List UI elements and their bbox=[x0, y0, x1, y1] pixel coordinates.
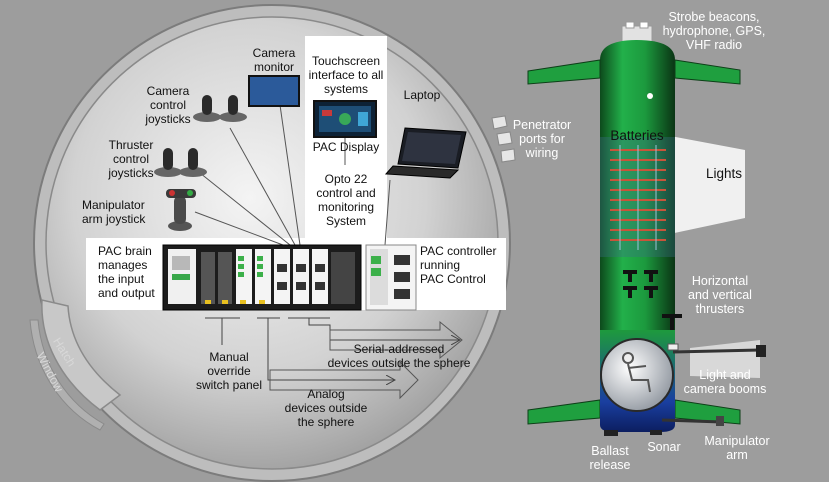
manipulator-joystick-icon bbox=[166, 189, 196, 231]
label-camera-joysticks: Camera control joysticks bbox=[145, 84, 191, 126]
label-opto22: Opto 22 control and monitoring System bbox=[316, 172, 376, 228]
label-pac-display: PAC Display bbox=[312, 140, 380, 154]
label-pac-controller: PAC controller running PAC Control bbox=[420, 244, 497, 286]
label-manual-override: Manual override switch panel bbox=[195, 350, 263, 392]
laptop-icon bbox=[384, 127, 467, 179]
monitor-icon bbox=[248, 75, 300, 107]
label-booms: Light and camera booms bbox=[683, 368, 767, 396]
label-sonar: Sonar bbox=[647, 440, 681, 454]
label-manipulator-arm: Manipulator arm bbox=[704, 434, 770, 462]
label-analog-devices: Analog devices outside the sphere bbox=[284, 387, 368, 429]
hatch-shape bbox=[41, 299, 122, 411]
connection-lines bbox=[194, 104, 391, 246]
submarine bbox=[527, 21, 766, 436]
signal-arrows bbox=[205, 317, 460, 380]
camera-joystick-icon bbox=[193, 95, 247, 122]
pac-controller-icon bbox=[365, 244, 417, 311]
label-lights: Lights bbox=[705, 166, 743, 181]
label-pac-brain: PAC brain manages the input and output bbox=[98, 244, 155, 300]
label-thruster-joysticks: Thruster control joysticks bbox=[108, 138, 154, 180]
label-ballast: Ballast release bbox=[589, 444, 631, 472]
label-thrusters: Horizontal and vertical thrusters bbox=[688, 274, 752, 316]
label-camera-monitor: Camera monitor bbox=[252, 46, 296, 74]
label-penetrator: Penetrator ports for wiring bbox=[512, 118, 572, 160]
sphere-interior bbox=[29, 4, 516, 482]
label-strobe: Strobe beacons, hydrophone, GPS, VHF rad… bbox=[662, 10, 766, 52]
label-touchscreen: Touchscreen interface to all systems bbox=[308, 54, 384, 96]
pilot-figure bbox=[622, 352, 651, 393]
label-laptop: Laptop bbox=[403, 88, 441, 102]
label-serial-devices: Serial-addressed devices outside the sph… bbox=[327, 342, 471, 370]
label-batteries: Batteries bbox=[610, 128, 664, 143]
pac-rack bbox=[162, 244, 362, 311]
label-manipulator-joystick: Manipulator arm joystick bbox=[82, 198, 146, 226]
pac-display-icon bbox=[313, 100, 377, 138]
thruster-joystick-icon bbox=[154, 148, 207, 177]
thruster-icon bbox=[623, 270, 682, 330]
